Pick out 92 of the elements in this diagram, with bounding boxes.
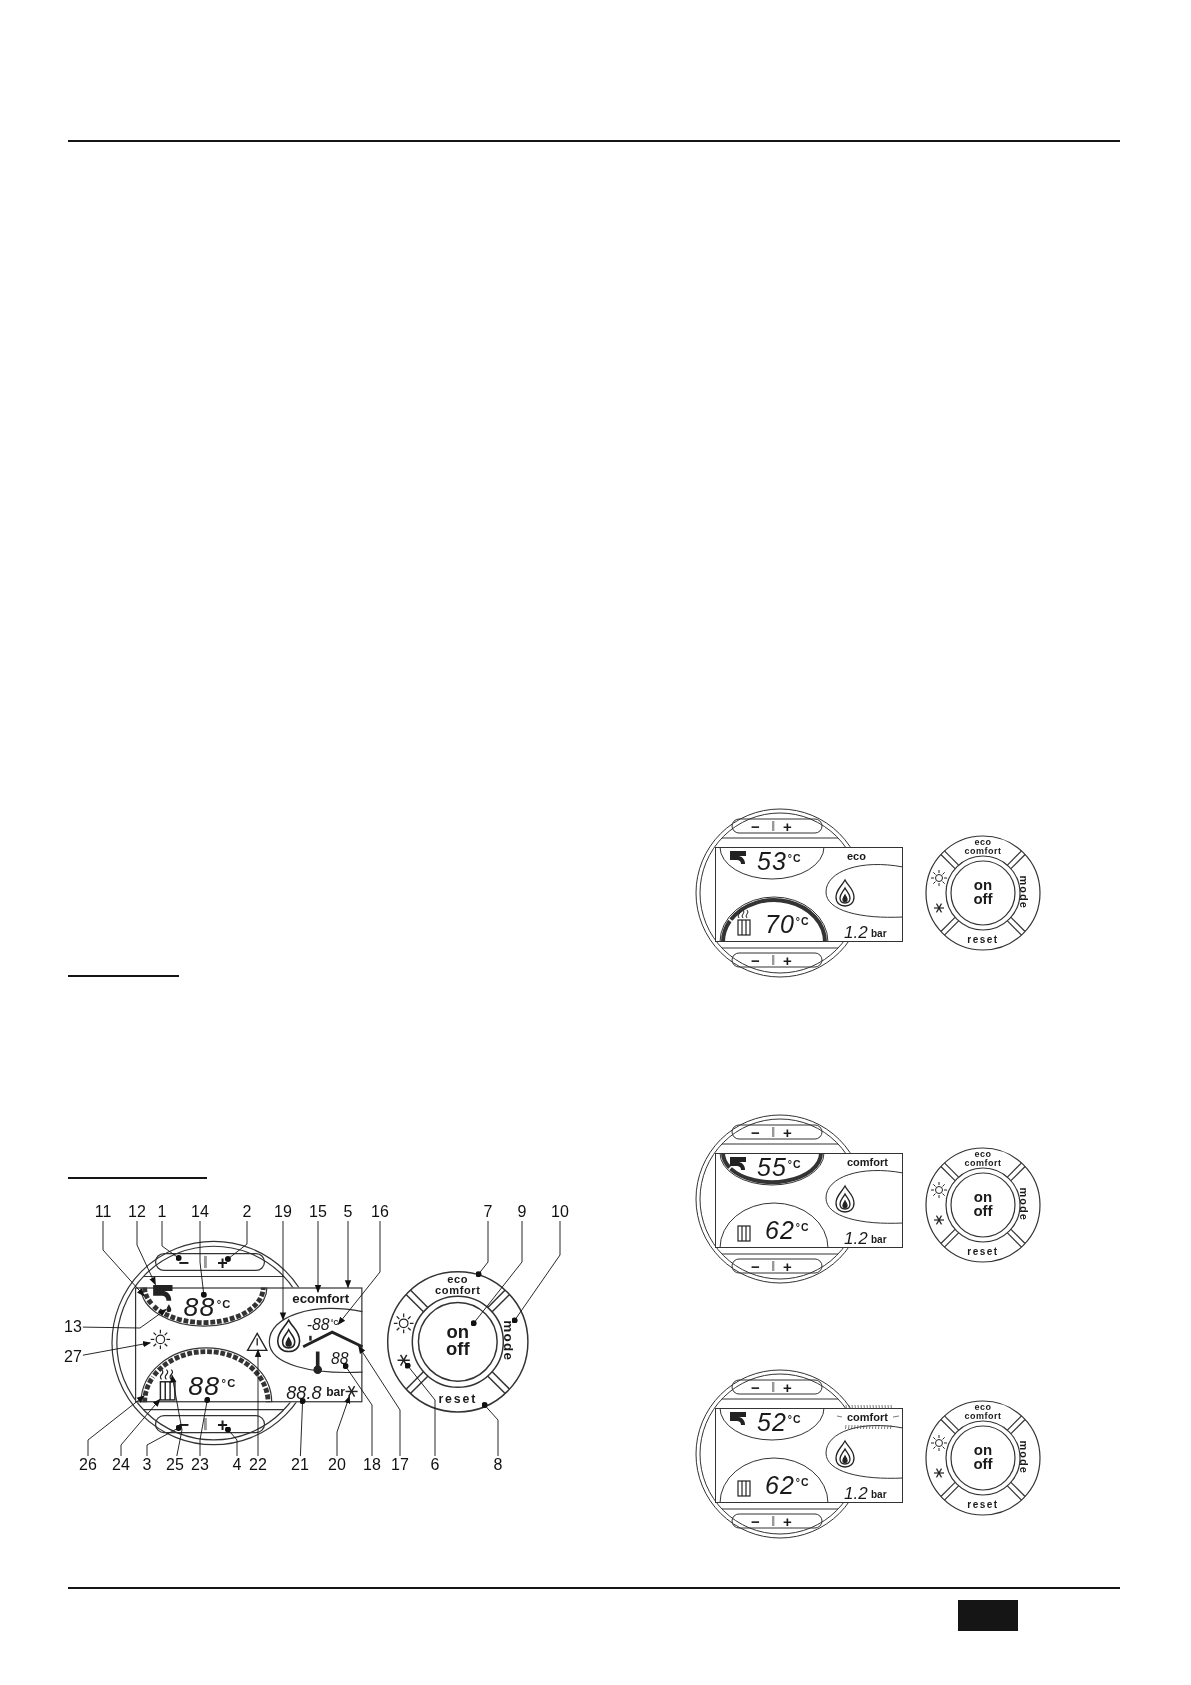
pressure-reading: 1.2 bbox=[844, 924, 868, 941]
hot-water-temperature: 52$^{°C}$ bbox=[757, 1410, 802, 1435]
house-icon bbox=[302, 1330, 363, 1348]
reset-label: reset bbox=[966, 1247, 1000, 1257]
warning-icon bbox=[245, 1331, 268, 1351]
pressure-reading: 1.2 bbox=[844, 1485, 868, 1502]
faucet-icon bbox=[152, 1284, 173, 1301]
callout-number: 25 bbox=[165, 1456, 185, 1474]
callout-number: 19 bbox=[273, 1203, 293, 1221]
callout-number: 6 bbox=[429, 1456, 441, 1474]
callout-number: 17 bbox=[390, 1456, 410, 1474]
eco-comfort-label: eco comfort bbox=[963, 838, 1003, 856]
eco-comfort-label: eco comfort bbox=[430, 1274, 485, 1296]
frost-icon bbox=[344, 1385, 358, 1397]
gauge-segment bbox=[141, 1286, 154, 1307]
callout-number: 11 bbox=[93, 1203, 113, 1221]
callout-number: 5 bbox=[342, 1203, 354, 1221]
callout-number: 15 bbox=[308, 1203, 328, 1221]
gauge-segment bbox=[141, 1375, 155, 1403]
minus-sign: − bbox=[751, 1514, 760, 1529]
minus-sign: − bbox=[178, 1253, 190, 1272]
sun-icon bbox=[149, 1328, 171, 1350]
plus-sign: + bbox=[783, 1514, 792, 1529]
mode-label: mode bbox=[1018, 1186, 1030, 1223]
callout-number: 16 bbox=[370, 1203, 390, 1221]
minus-sign: − bbox=[751, 819, 760, 834]
mode-indicator: comfort bbox=[847, 1157, 888, 1168]
mode-label: mode bbox=[1018, 1439, 1030, 1476]
on-off-label: on off bbox=[972, 1443, 994, 1472]
plus-sign: + bbox=[783, 953, 792, 968]
callout-number: 21 bbox=[290, 1456, 310, 1474]
hot-water-temperature: 88$^{°C}$ bbox=[183, 1294, 232, 1322]
callout-number: 2 bbox=[241, 1203, 253, 1221]
minus-sign: − bbox=[751, 1125, 760, 1140]
heating-temperature: 70$^{°C}$ bbox=[765, 912, 810, 937]
reset-label: reset bbox=[966, 935, 1000, 945]
heating-temperature: 88$^{°C}$ bbox=[188, 1373, 237, 1400]
minus-sign: − bbox=[178, 1415, 190, 1434]
minus-sign: − bbox=[751, 953, 760, 968]
outdoor-temperature: -88$^{°C}$ bbox=[306, 1316, 339, 1333]
minus-sign: − bbox=[751, 1259, 760, 1274]
reset-label: reset bbox=[966, 1500, 1000, 1510]
mode-label: mode bbox=[501, 1310, 515, 1372]
eco-comfort-label: eco comfort bbox=[963, 1403, 1003, 1421]
mode-indicator: ecomfort bbox=[292, 1292, 350, 1306]
callout-number: 27 bbox=[63, 1348, 83, 1366]
hot-water-temperature: 55$^{°C}$ bbox=[757, 1155, 802, 1180]
plus-sign: + bbox=[783, 819, 792, 834]
pressure-unit: bar bbox=[871, 1235, 887, 1245]
heat-waves-icon bbox=[159, 1368, 173, 1380]
plus-sign: + bbox=[217, 1253, 228, 1272]
callout-number: 22 bbox=[248, 1456, 268, 1474]
callout-number: 13 bbox=[63, 1318, 83, 1336]
callout-number: 7 bbox=[482, 1203, 494, 1221]
callout-number: 8 bbox=[492, 1456, 504, 1474]
plus-sign: + bbox=[783, 1125, 792, 1140]
reset-label: reset bbox=[427, 1393, 489, 1406]
callout-number: 18 bbox=[362, 1456, 382, 1474]
on-off-label: on off bbox=[972, 1190, 994, 1219]
snowflake-icon bbox=[396, 1354, 411, 1367]
flame-icon bbox=[276, 1318, 300, 1352]
callout-number: 24 bbox=[111, 1456, 131, 1474]
callout-number: 4 bbox=[231, 1456, 243, 1474]
callout-number: 26 bbox=[78, 1456, 98, 1474]
room-temperature: 88 bbox=[331, 1350, 349, 1367]
heating-temperature: 62$^{°C}$ bbox=[765, 1218, 810, 1243]
mode-label: mode bbox=[1018, 874, 1030, 911]
pressure-unit: bar bbox=[871, 1490, 887, 1500]
eco-comfort-label: eco comfort bbox=[963, 1150, 1003, 1168]
pressure-unit: bar bbox=[326, 1386, 345, 1399]
mode-indicator: comfort bbox=[847, 1412, 888, 1423]
minus-sign: − bbox=[751, 1380, 760, 1395]
pressure-reading: 1.2 bbox=[844, 1230, 868, 1247]
radiator-icon bbox=[159, 1380, 176, 1401]
callout-number: 12 bbox=[127, 1203, 147, 1221]
plus-sign: + bbox=[217, 1415, 228, 1434]
hot-water-temperature: 53$^{°C}$ bbox=[757, 849, 802, 874]
pressure-reading: 88.8 bbox=[286, 1383, 322, 1402]
on-off-label: on off bbox=[972, 878, 994, 907]
callout-number: 20 bbox=[327, 1456, 347, 1474]
plus-sign: + bbox=[783, 1380, 792, 1395]
callout-number: 1 bbox=[156, 1203, 168, 1221]
mode-indicator: eco bbox=[847, 851, 866, 862]
pressure-unit: bar bbox=[871, 929, 887, 939]
plus-sign: + bbox=[783, 1259, 792, 1274]
callout-number: 10 bbox=[550, 1203, 570, 1221]
heating-temperature: 62$^{°C}$ bbox=[765, 1473, 810, 1498]
callout-number: 23 bbox=[190, 1456, 210, 1474]
callout-number: 3 bbox=[141, 1456, 153, 1474]
callout-number: 9 bbox=[516, 1203, 528, 1221]
water-drop-icon bbox=[166, 1303, 171, 1312]
callout-number: 14 bbox=[190, 1203, 210, 1221]
